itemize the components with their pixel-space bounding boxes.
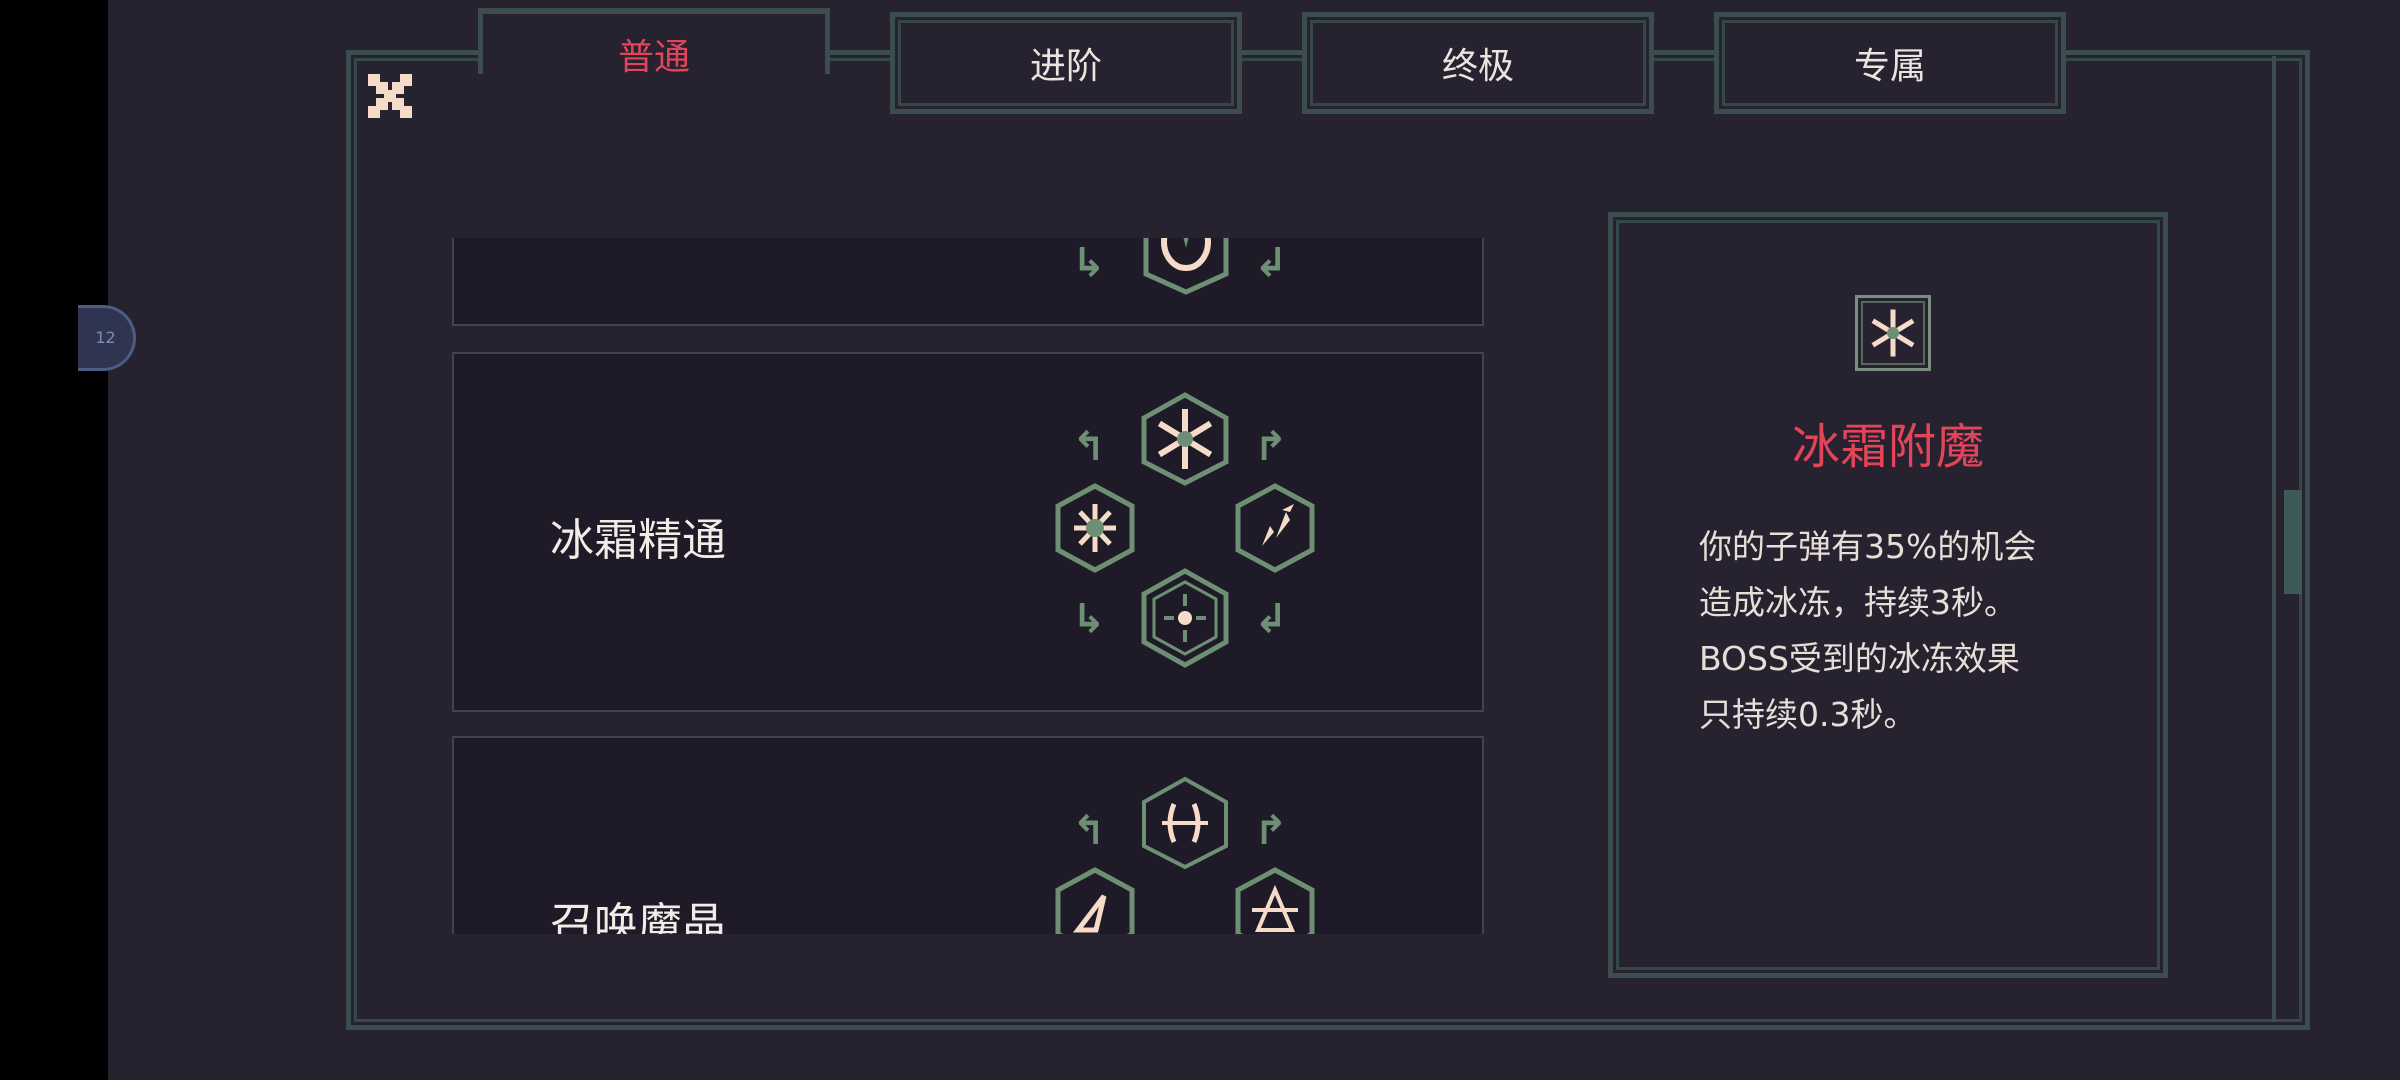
skill-detail-description: 你的子弹有35%的机会 造成冰冻，持续3秒。 BOSS受到的冰冻效果 只持续0.… xyxy=(1699,527,2037,734)
arrow-left-icon: ↳ xyxy=(1072,240,1106,286)
skill-card[interactable]: ↳ ↲ xyxy=(452,238,1484,326)
crystal-star-icon xyxy=(1235,867,1315,934)
skill-detail-title: 冰霜附魔 xyxy=(1791,419,1984,475)
tab-advanced[interactable]: 进阶 xyxy=(890,12,1242,114)
arrow-down-right-icon: ↲ xyxy=(1254,596,1288,642)
scrollbar-thumb[interactable] xyxy=(2284,490,2302,594)
skill-list[interactable]: ↳ ↲ 冰霜精通 ↰ ↱ ↳ ↲ xyxy=(452,238,1484,934)
left-black-bar xyxy=(0,0,108,1080)
crystal-shard-icon xyxy=(1055,867,1135,934)
skill-name: 召唤魔晶 xyxy=(550,899,726,934)
skill-icon-cluster: ↰ ↱ ↳ ↲ xyxy=(1054,392,1315,704)
arrow-down-left-icon: ↳ xyxy=(1072,596,1106,642)
arrow-up-left-icon: ↰ xyxy=(1072,424,1106,470)
skill-detail-panel: 冰霜附魔 你的子弹有35%的机会 造成冰冻，持续3秒。 BOSS受到的冰冻效果 … xyxy=(1608,212,2168,978)
close-button[interactable] xyxy=(364,70,416,122)
skill-icon-cluster: ↳ ↲ xyxy=(1054,238,1314,318)
tab-ultimate[interactable]: 终极 xyxy=(1302,12,1654,114)
hooded-figure-icon xyxy=(1143,238,1229,295)
snowflake-icon xyxy=(1871,309,1915,357)
close-icon xyxy=(368,74,412,118)
skill-card[interactable]: 召唤魔晶 ↰ ↱ xyxy=(452,736,1484,934)
arrow-up-right-icon: ↱ xyxy=(1254,424,1288,470)
frost-core-icon xyxy=(1141,568,1229,668)
detail-icon-frame xyxy=(1855,295,1931,371)
tab-normal[interactable]: 普通 xyxy=(478,8,830,78)
tab-exclusive[interactable]: 专属 xyxy=(1714,12,2066,114)
arrow-up-left-icon: ↰ xyxy=(1072,808,1106,854)
frost-burst-icon xyxy=(1055,483,1135,573)
scrollbar[interactable] xyxy=(2272,56,2304,1022)
skill-name: 冰霜精通 xyxy=(550,515,726,566)
skill-icon-cluster: ↰ ↱ xyxy=(1054,776,1315,934)
snowflake-icon xyxy=(1141,392,1229,486)
ice-shards-icon xyxy=(1235,483,1315,573)
arrow-up-right-icon: ↱ xyxy=(1254,808,1288,854)
summon-crystal-icon xyxy=(1142,776,1228,870)
arrow-right-icon: ↲ xyxy=(1254,240,1288,286)
skill-card[interactable]: 冰霜精通 ↰ ↱ ↳ ↲ xyxy=(452,352,1484,712)
floating-assistant-ball[interactable]: 12 xyxy=(78,305,136,371)
